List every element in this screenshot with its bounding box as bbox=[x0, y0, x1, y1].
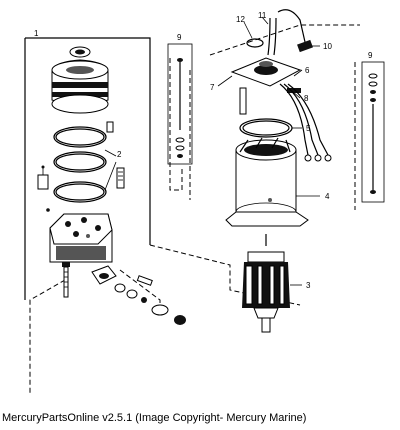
end-cap-assembly bbox=[51, 46, 114, 133]
callout-4: 4 bbox=[325, 192, 330, 201]
valve-fittings bbox=[91, 265, 186, 325]
motor-housing-part-4 bbox=[225, 137, 309, 227]
brush-cap-assembly bbox=[230, 9, 332, 162]
callout-11: 11 bbox=[258, 11, 267, 20]
callout-10: 10 bbox=[323, 42, 332, 51]
tie-rod-part-9-right bbox=[361, 61, 385, 203]
assembly-dashed-lines bbox=[29, 24, 360, 395]
bracket-part-1 bbox=[24, 37, 151, 300]
callout-1: 1 bbox=[34, 29, 39, 38]
callout-2: 2 bbox=[117, 150, 122, 159]
tie-rod-part-9-left bbox=[167, 43, 193, 165]
callout-12: 12 bbox=[236, 15, 245, 24]
image-caption: MercuryPartsOnline v2.5.1 (Image Copyrig… bbox=[2, 412, 307, 424]
valve-body bbox=[46, 208, 113, 263]
callout-7: 7 bbox=[210, 83, 215, 92]
armature-part-3 bbox=[242, 234, 290, 333]
callout-3: 3 bbox=[306, 281, 311, 290]
bolt bbox=[62, 262, 70, 298]
callout-5: 5 bbox=[306, 124, 311, 133]
callout-9-left: 9 bbox=[177, 33, 182, 42]
exploded-parts-diagram: 1 2 3 4 5 6 7 8 9 9 10 11 12 bbox=[24, 9, 385, 395]
callout-labels: 1 2 3 4 5 6 7 8 9 9 10 11 12 bbox=[34, 11, 373, 290]
o-ring-part-5 bbox=[239, 118, 293, 138]
callout-9-right: 9 bbox=[368, 51, 373, 60]
o-rings-part-2 bbox=[53, 126, 125, 203]
callout-6: 6 bbox=[305, 66, 310, 75]
leader-lines bbox=[217, 16, 320, 286]
terminal-stud bbox=[37, 165, 49, 190]
callout-8: 8 bbox=[304, 94, 309, 103]
